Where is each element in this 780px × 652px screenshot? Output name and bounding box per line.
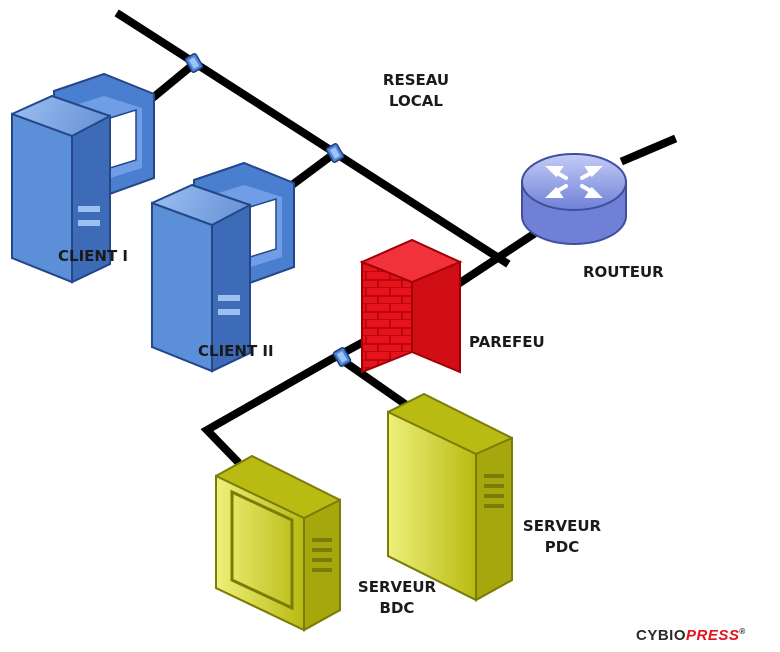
server-tower-icon xyxy=(215,454,341,632)
server-bdc-label: SERVEUR BDC xyxy=(350,577,444,619)
client1-label: CLIENT I xyxy=(58,247,128,265)
router-uplink-cable xyxy=(619,134,678,166)
network-label-line2: LOCAL xyxy=(389,92,443,110)
server-pdc-label: SERVEUR PDC xyxy=(515,516,609,558)
router-icon xyxy=(521,153,627,245)
client-computer-icon xyxy=(151,162,295,372)
client2-label: CLIENT II xyxy=(198,342,274,360)
brand-part1: CYBIO xyxy=(636,627,687,644)
server-bdc-label-line2: BDC xyxy=(379,599,415,617)
router-label: ROUTEUR xyxy=(583,263,664,281)
network-label-line1: RESEAU xyxy=(382,71,450,89)
server-pdc-label-line1: SERVEUR xyxy=(522,517,602,535)
network-label: RESEAU LOCAL xyxy=(376,70,456,112)
brand-trademark: ® xyxy=(739,627,746,636)
backbone-cable xyxy=(114,9,511,268)
client2-drop-cable xyxy=(286,147,341,191)
server-bdc-label-line1: SERVEUR xyxy=(357,578,437,596)
brand-logo: CYBIOPRESS® xyxy=(636,627,746,644)
pdc-drop-cable xyxy=(336,354,411,410)
client1-drop-cable xyxy=(149,57,201,102)
brand-part2: PRESS xyxy=(686,627,740,644)
server-tower-icon xyxy=(387,392,513,602)
firewall-label: PAREFEU xyxy=(469,333,545,351)
server-pdc-label-line2: PDC xyxy=(544,538,580,556)
firewall-icon xyxy=(359,238,463,374)
